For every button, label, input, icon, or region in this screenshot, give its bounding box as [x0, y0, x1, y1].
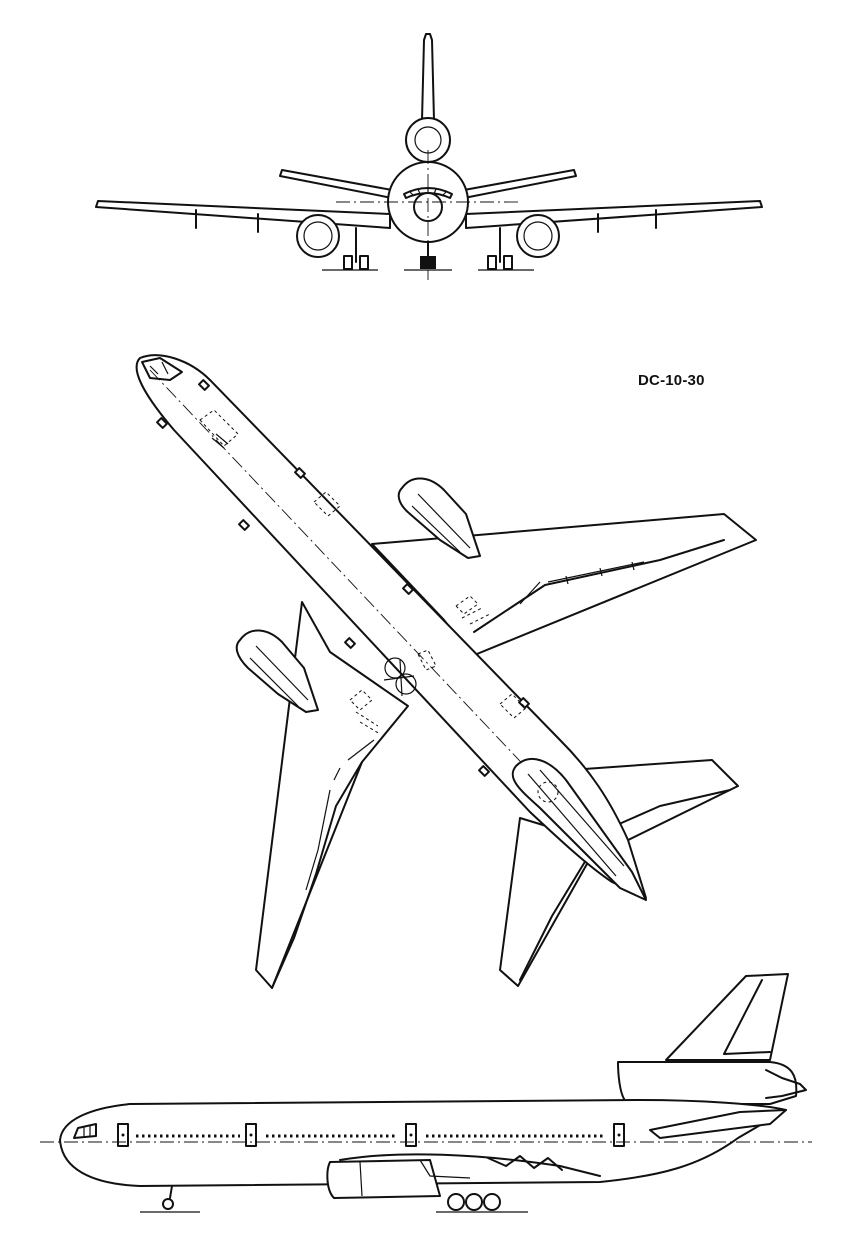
front-left-engine: [296, 214, 340, 258]
side-tail-engine: [617, 1061, 798, 1105]
front-view: [95, 33, 763, 280]
side-vertical-fin: [665, 973, 789, 1061]
side-view: [40, 973, 812, 1213]
front-right-stabilizer: [463, 169, 577, 199]
plan-left-engine: [235, 629, 319, 713]
front-right-wing: [465, 200, 763, 229]
side-fuselage: [59, 1099, 787, 1187]
side-main-gear: [447, 1193, 465, 1211]
side-wing-engine: [326, 1159, 441, 1199]
front-left-wing: [95, 200, 391, 229]
plan-fuselage: [135, 354, 647, 899]
front-cockpit-windows: [403, 187, 453, 199]
front-left-stabilizer: [279, 169, 393, 199]
plan-view: [135, 354, 757, 989]
front-right-engine: [516, 214, 560, 258]
side-horizontal-stabilizer: [649, 1109, 787, 1139]
front-vertical-fin: [421, 33, 435, 121]
model-label: DC-10-30: [638, 372, 705, 389]
